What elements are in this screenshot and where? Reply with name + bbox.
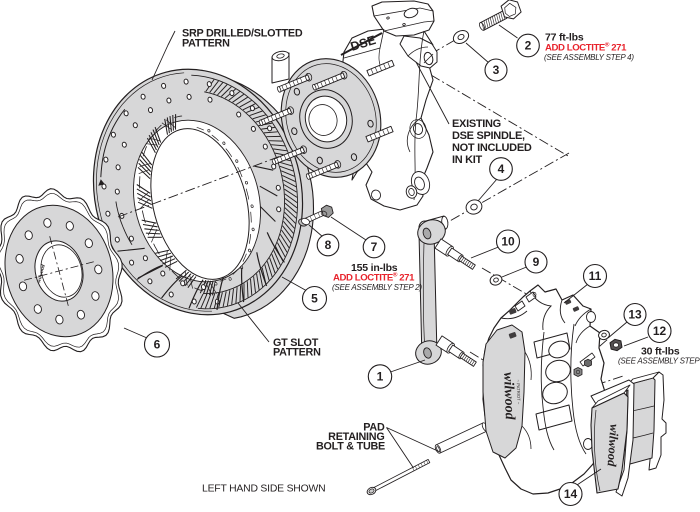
svg-text:ADD LOCTITE® 271: ADD LOCTITE® 271 xyxy=(333,272,415,284)
svg-text:~ PATRIOT ~: ~ PATRIOT ~ xyxy=(516,380,522,405)
svg-text:PATTERN: PATTERN xyxy=(273,347,321,359)
svg-text:(SEE ASSEMBLY STEP 4): (SEE ASSEMBLY STEP 4) xyxy=(544,53,634,62)
svg-text:wilwood: wilwood xyxy=(500,372,517,421)
svg-text:10: 10 xyxy=(501,235,515,249)
svg-text:ADD LOCTITE® 271: ADD LOCTITE® 271 xyxy=(545,42,627,54)
svg-text:2: 2 xyxy=(525,39,532,53)
svg-text:BOLT & TUBE: BOLT & TUBE xyxy=(316,441,385,453)
svg-text:(SEE ASSEMBLY STEP 5): (SEE ASSEMBLY STEP 5) xyxy=(618,357,700,366)
svg-text:9: 9 xyxy=(533,255,540,269)
svg-text:5: 5 xyxy=(311,292,318,306)
svg-text:6: 6 xyxy=(154,338,161,352)
svg-text:IN KIT: IN KIT xyxy=(452,154,483,166)
svg-text:8: 8 xyxy=(325,238,332,252)
svg-text:PATTERN: PATTERN xyxy=(182,38,230,50)
svg-text:12: 12 xyxy=(653,324,667,338)
svg-text:3: 3 xyxy=(493,63,500,77)
svg-text:EXISTING: EXISTING xyxy=(452,118,501,130)
svg-text:(SEE ASSEMBLY STEP 2): (SEE ASSEMBLY STEP 2) xyxy=(332,283,422,292)
svg-text:NOT INCLUDED: NOT INCLUDED xyxy=(452,142,532,154)
svg-text:7: 7 xyxy=(371,240,378,254)
svg-text:1: 1 xyxy=(377,370,384,384)
svg-text:13: 13 xyxy=(628,308,642,322)
svg-text:LEFT HAND SIDE SHOWN: LEFT HAND SIDE SHOWN xyxy=(202,484,325,495)
svg-text:DSE SPINDLE,: DSE SPINDLE, xyxy=(452,130,525,142)
svg-text:11: 11 xyxy=(589,269,602,283)
svg-text:14: 14 xyxy=(564,487,578,501)
svg-text:4: 4 xyxy=(498,162,505,176)
